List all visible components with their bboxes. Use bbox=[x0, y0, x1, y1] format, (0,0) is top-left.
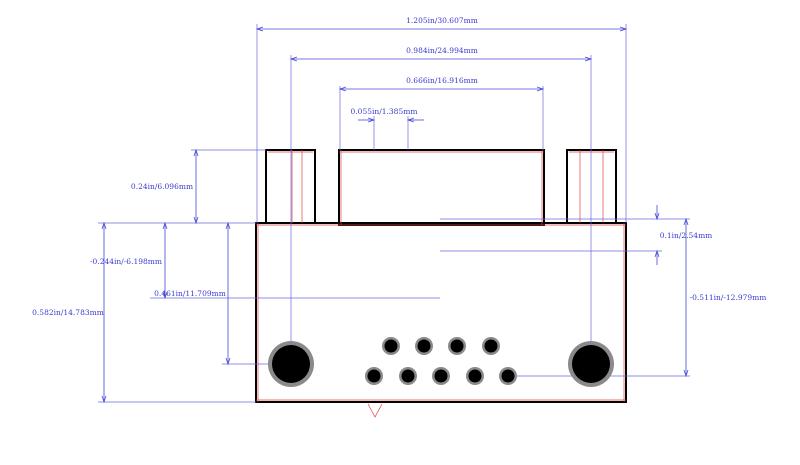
arrow bbox=[536, 86, 545, 92]
arrow bbox=[367, 117, 376, 123]
pin-pad bbox=[399, 367, 417, 385]
left-standoff-outline bbox=[265, 149, 316, 224]
label-right-offset: -0.511in/-12.979mm bbox=[690, 293, 767, 302]
pin-pad bbox=[432, 367, 450, 385]
arrow bbox=[584, 56, 593, 62]
arrow bbox=[193, 216, 199, 225]
extension-lines bbox=[98, 24, 690, 403]
center-shell-outline bbox=[338, 149, 545, 226]
arrow bbox=[225, 357, 231, 366]
arrow bbox=[101, 395, 107, 404]
pin-pad bbox=[365, 367, 383, 385]
label-shell-height: 0.24in/6.096mm bbox=[131, 182, 193, 191]
label-shell-width: 0.666in/16.916mm bbox=[406, 76, 478, 85]
arrow bbox=[162, 221, 168, 230]
pin-pad bbox=[499, 367, 517, 385]
label-row-pitch: 0.1in/2.54mm bbox=[660, 231, 713, 240]
mount-hole-right bbox=[568, 341, 614, 387]
pads bbox=[268, 337, 614, 387]
pin-pad bbox=[466, 367, 484, 385]
arrow bbox=[683, 369, 689, 378]
arrow bbox=[654, 212, 660, 221]
main-body-outline bbox=[255, 222, 627, 403]
arrow bbox=[193, 148, 199, 157]
label-origin-to-hole: 0.461in/11.709mm bbox=[154, 289, 226, 298]
right-standoff-outline bbox=[566, 149, 617, 224]
arrow bbox=[101, 221, 107, 230]
mount-hole-left bbox=[268, 341, 314, 387]
pin-pad bbox=[448, 337, 466, 355]
arrow bbox=[162, 291, 168, 300]
pin-pad bbox=[382, 337, 400, 355]
arrow bbox=[255, 26, 264, 32]
arrow bbox=[225, 221, 231, 230]
pin1-marker bbox=[367, 403, 383, 418]
label-mount-spacing: 0.984in/24.994mm bbox=[406, 46, 478, 55]
arrow bbox=[289, 56, 298, 62]
arrow bbox=[338, 86, 347, 92]
label-pin-pitch: 0.055in/1.385mm bbox=[351, 107, 418, 116]
arrow bbox=[619, 26, 628, 32]
dimension-labels: 1.205in/30.607mm 0.984in/24.994mm 0.666i… bbox=[32, 16, 766, 317]
label-total-depth: 0.582in/14.783mm bbox=[32, 308, 104, 317]
arrow bbox=[654, 249, 660, 258]
label-offset-neg: -0.244in/-6.198mm bbox=[90, 257, 162, 266]
arrow bbox=[683, 217, 689, 226]
label-overall-width: 1.205in/30.607mm bbox=[406, 16, 478, 25]
pin-pad bbox=[482, 337, 500, 355]
pin-pad bbox=[415, 337, 433, 355]
dimension-lines bbox=[101, 26, 689, 404]
arrow bbox=[406, 117, 415, 123]
silkscreen-lines bbox=[256, 150, 626, 418]
